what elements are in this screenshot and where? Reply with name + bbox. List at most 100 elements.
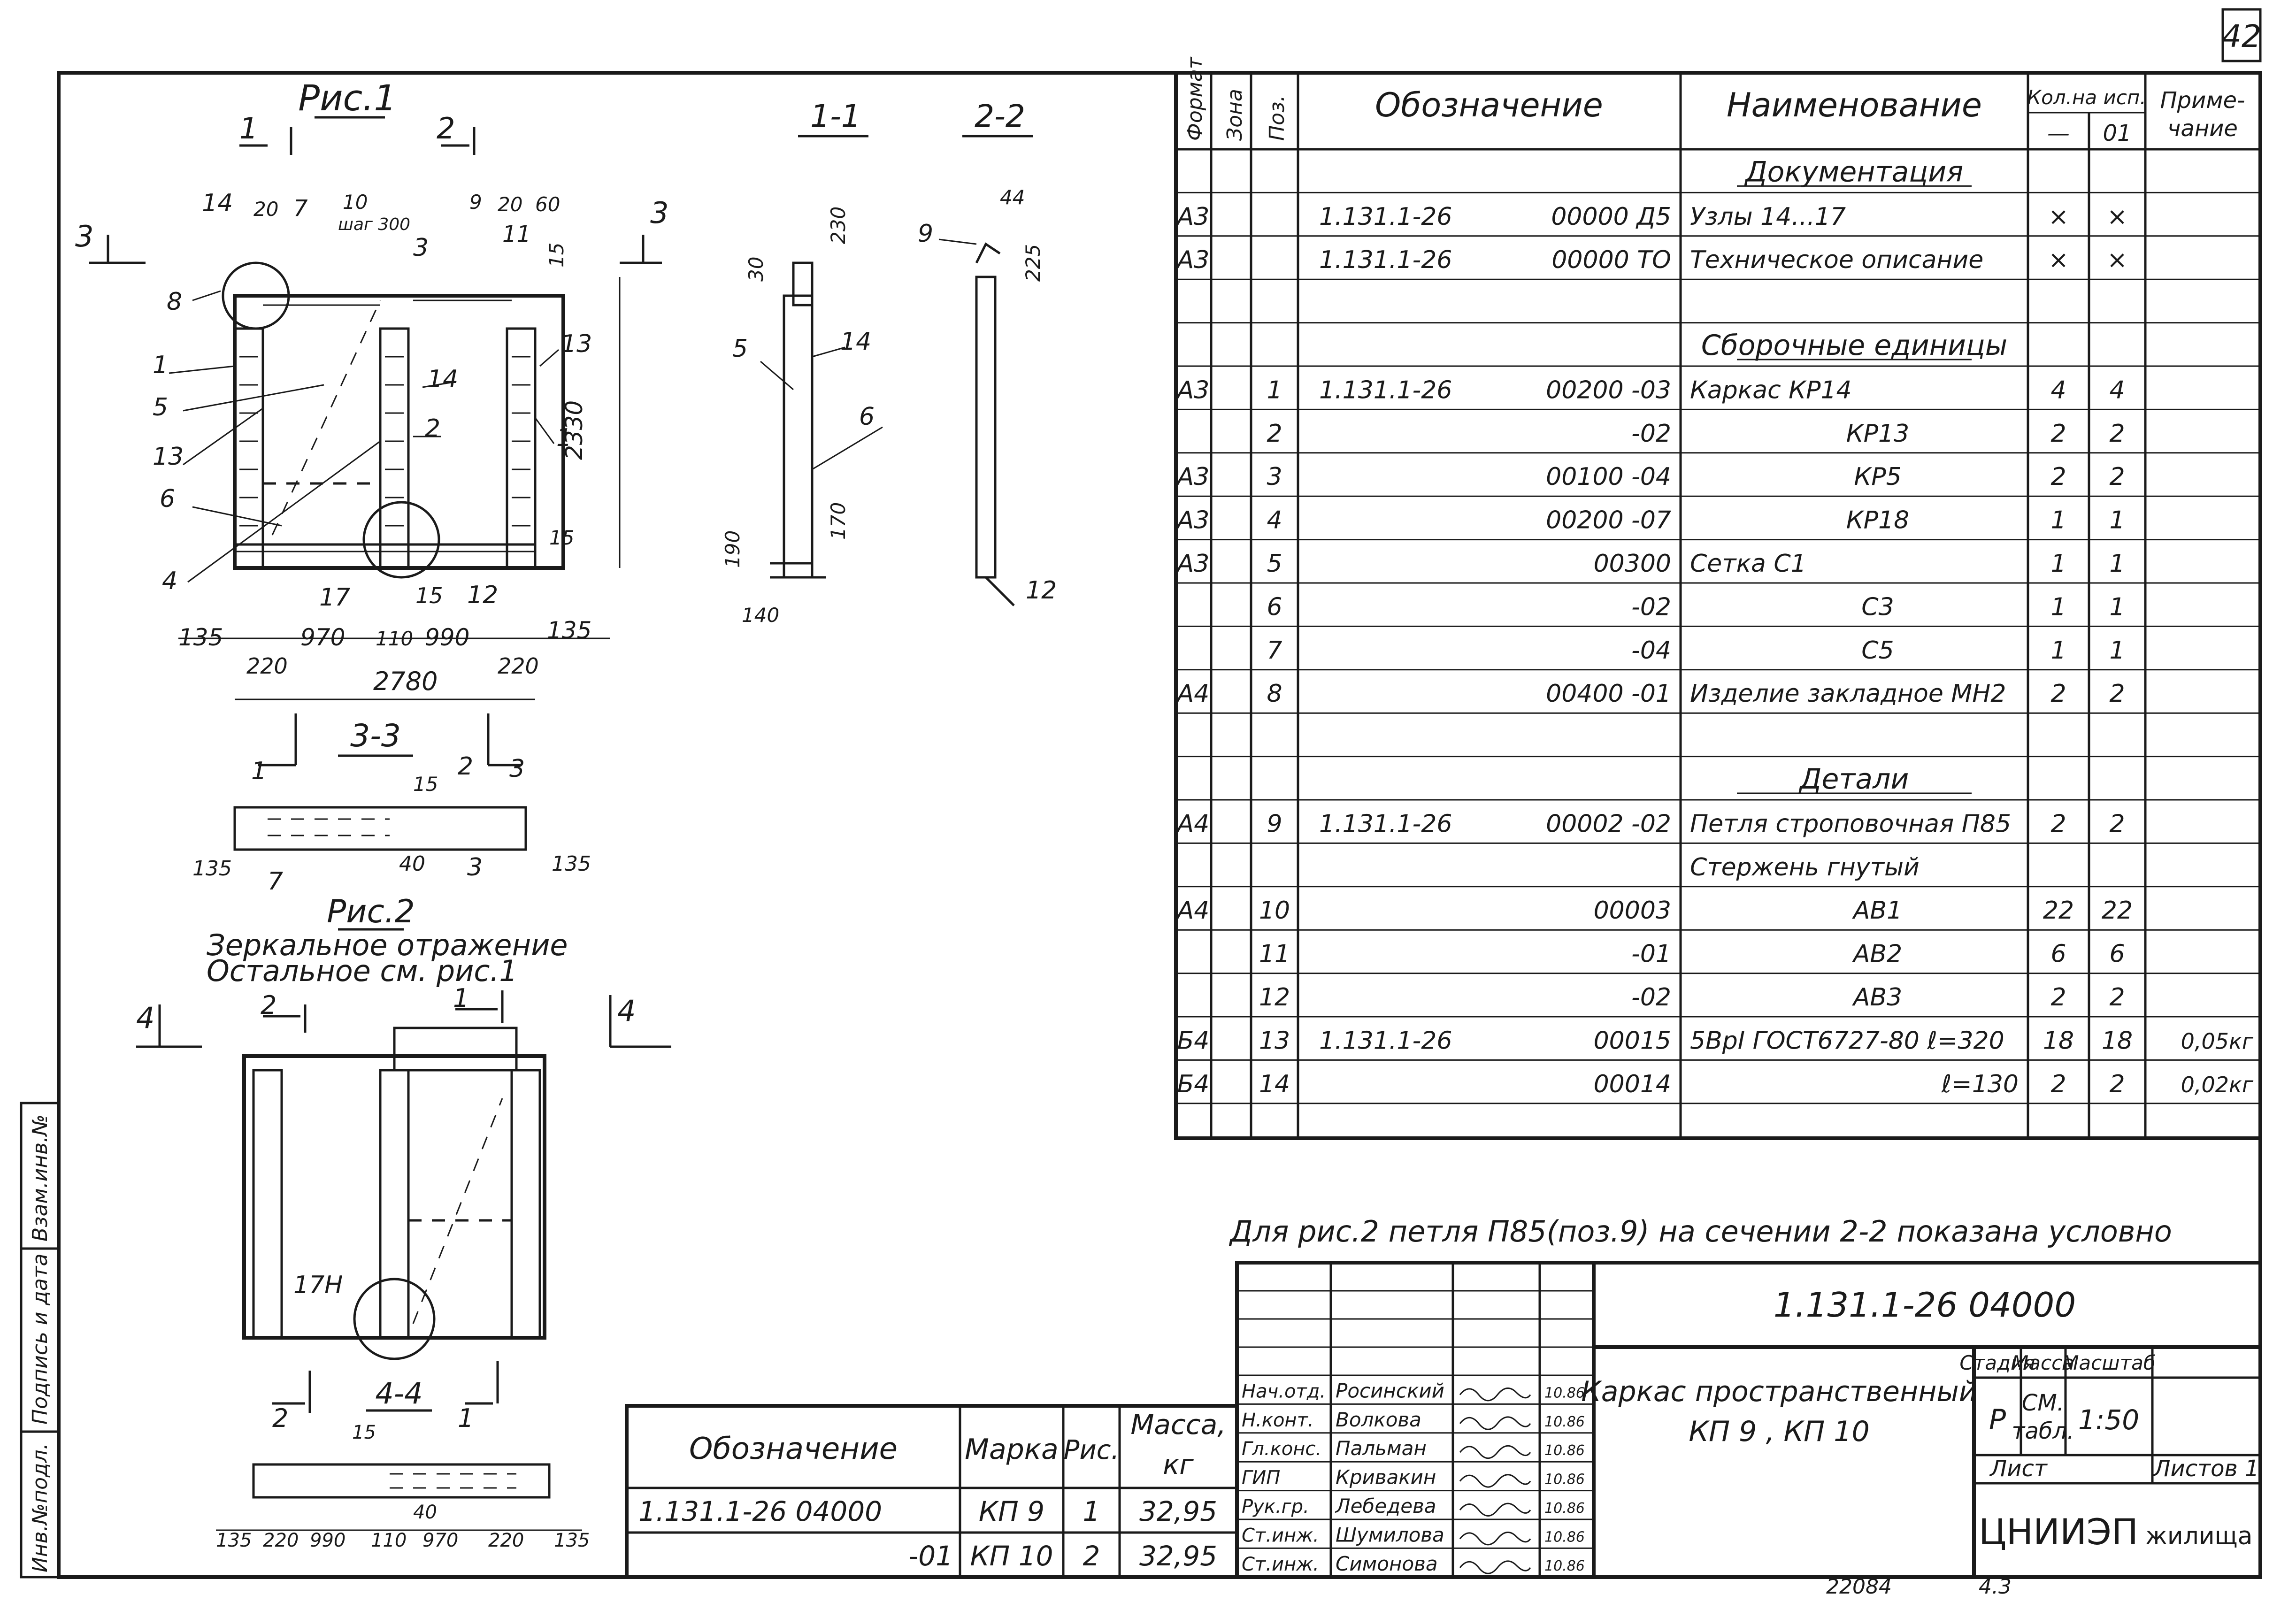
spec-cell-format: А4 [1176,810,1210,838]
spec-cell-code: -04 [1631,636,1671,665]
sec11-leader-14: 14 [840,328,871,356]
fig2-subtitle2: Остальное см. рис.1 [207,954,518,988]
fig1-leader-14a: 14 [202,189,233,217]
fig2-node: 17Н [293,1271,343,1299]
spec-header-note2: чание [2167,115,2238,142]
spec-cell-qty-a: 2 [2050,420,2066,448]
bottom-code: 22084 [1826,1575,1892,1599]
spec-cell-format: Б4 [1177,1027,1210,1055]
spec-cell-qty-b: 2 [2109,1070,2125,1098]
sec22-title: 2-2 [975,98,1025,134]
spec-cell-pos: 7 [1267,636,1282,665]
fig1-leader-11: 11 [502,221,531,247]
sec33-leader-3a: 3 [467,853,483,881]
signature-name: Кривакин [1336,1466,1436,1489]
spec-cell-qty-a: 2 [2050,810,2066,838]
spec-cell-name: КР5 [1854,463,1901,491]
spec-cell-pos: 14 [1259,1070,1290,1098]
signature-name: Росинский [1336,1379,1444,1402]
sec22-leader-9: 9 [918,220,933,248]
spec-cell-name: АВ1 [1852,897,1902,925]
mark-row-2-mass: 32,95 [1139,1540,1217,1572]
fig1-leader-13a: 13 [153,443,184,471]
mark-row-2-mark: КП 10 [970,1540,1053,1572]
signature-role: Гл.конс. [1242,1438,1321,1460]
fig1-dim-height: 2330 [561,400,588,460]
spec-cell-name: КР13 [1846,420,1909,448]
spec-cell-qty-b: 1 [2109,506,2125,535]
spec-cell-pos: 11 [1259,940,1290,968]
sec22-dim-44: 44 [1000,186,1025,209]
spec-cell-pos: 4 [1267,506,1282,535]
fig1-dim-top-60: 60 [535,193,560,216]
signature-date: 10.86 [1544,1442,1585,1459]
spec-cell-format: А3 [1176,203,1210,231]
signature-name: Волкова [1336,1408,1421,1431]
fig1-leader-15b: 15 [549,526,574,549]
sec33-title: 3-3 [350,718,401,754]
spec-cell-code: 00000 ТО [1551,246,1671,274]
fig2-subtitle1: Зеркальное отражение [207,928,568,962]
mark-header-mass: Масса, [1130,1409,1226,1441]
spec-cell-qty-b: 2 [2109,463,2125,491]
fig1-pitch: шаг 300 [338,215,410,234]
signature-name: Пальман [1336,1437,1427,1460]
spec-header-designation: Обозначение [1375,86,1603,124]
fig2-cut-4a: 4 [136,1001,154,1035]
spec-cell-name: Изделие закладное МН2 [1690,680,2006,708]
spec-cell-format: А3 [1176,506,1210,535]
spec-cell-name: ℓ=130 [1941,1070,2019,1098]
fig1-leader-4: 4 [162,567,177,595]
spec-cell-format: А4 [1176,680,1210,708]
spec-cell-qty-a: 6 [2050,940,2066,968]
org-sub: жилища [2145,1522,2253,1550]
mass-value-2: табл. [2012,1418,2074,1444]
spec-cell-qty-a: × [2048,203,2069,231]
fig2-cut-2a: 2 [261,990,276,1020]
spec-cell-code: 00003 [1594,897,1671,925]
spec-cell-doc: 1.131.1-26 [1319,376,1452,404]
sec11-dim-30: 30 [745,257,768,282]
mark-header-mark: Марка [965,1433,1059,1466]
fig1-dim-top-7: 7 [293,195,308,222]
signature-scribble [1459,1532,1531,1546]
fig1-dim-970: 970 [300,624,345,651]
fig1-cut-3a: 3 [75,219,93,253]
side-stamp-replace: Взам.инв.№ [28,1114,52,1242]
title-designation: 1.131.1-26 04000 [1774,1285,2076,1325]
title-line1: Каркас пространственный [1581,1375,1977,1408]
spec-cell-qty-a: 1 [2050,550,2066,578]
sec33-dim-135b: 135 [552,852,591,876]
sec44-dim-135a: 135 [216,1530,252,1551]
spec-cell-format: Б4 [1177,1070,1210,1098]
sec33-dim-15: 15 [413,773,438,796]
mark-row-2-designation: -01 [908,1540,953,1572]
mark-header-fig: Рис. [1064,1435,1120,1465]
mass-header: Масса [2012,1351,2074,1374]
spec-cell-pos: 8 [1267,680,1282,708]
spec-cell-format: А4 [1176,897,1210,925]
spec-cell-name: 5ВрI ГОСТ6727-80 ℓ=320 [1690,1027,2004,1055]
fig1-leader-15a: 15 [415,583,443,608]
spec-header-zone: Зона [1223,89,1247,141]
fig1-dim-top-20a: 20 [253,198,278,221]
fig1-dim-990: 990 [425,624,469,651]
side-stamp: Инв.№подл. Подпись и дата Взам.инв.№ [20,1102,60,1579]
spec-cell-qty-b: 2 [2109,810,2125,838]
spec-cell-name: АВ3 [1852,983,1902,1012]
spec-cell-qty-a: 4 [2050,376,2066,404]
spec-cell-name: Техническое описание [1690,246,1983,274]
page-number-box [2221,8,2262,62]
mass-value-1: СМ. [2022,1390,2064,1416]
sec44-dim-135b: 135 [554,1530,590,1551]
section-1-1: 1-1 30 230 170 190 140 5 14 6 [721,98,883,627]
fig1-cut-3b: 3 [650,196,668,230]
spec-table [1174,71,2262,1140]
stage-header: Стадия [1959,1351,2035,1374]
spec-cell-doc: 1.131.1-26 [1319,1027,1452,1055]
spec-cell-code: 00200 -07 [1546,506,1671,535]
fig1-leader-13b: 13 [561,330,592,358]
spec-cell-qty-a: 22 [2043,897,2074,925]
spec-cell-name: КР18 [1846,506,1909,535]
sec11-leader-6: 6 [859,403,875,431]
